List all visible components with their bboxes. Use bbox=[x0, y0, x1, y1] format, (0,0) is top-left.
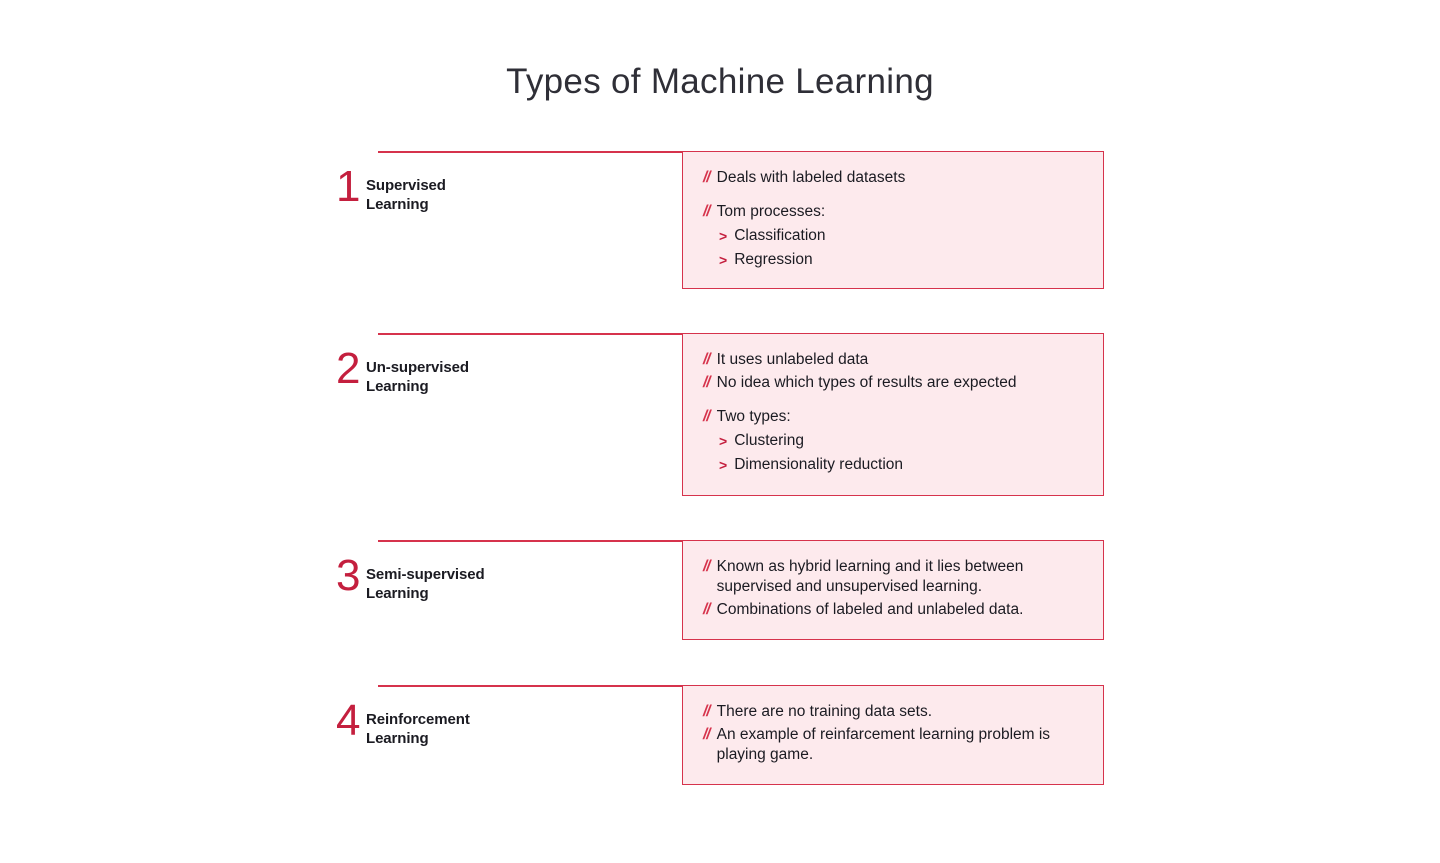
page-title: Types of Machine Learning bbox=[506, 62, 934, 101]
slashes-icon: // bbox=[703, 203, 711, 220]
section-1: 1 Supervised Learning // Deals with labe… bbox=[336, 151, 1106, 291]
section-number: 4 bbox=[336, 696, 361, 745]
section-4: 4 Reinforcement Learning // There are no… bbox=[336, 685, 1106, 787]
bullet-item: // Two types: bbox=[703, 407, 1085, 427]
section-number: 3 bbox=[336, 551, 361, 600]
section-heading-line2: Learning bbox=[366, 730, 429, 747]
slashes-icon: // bbox=[703, 703, 711, 720]
bullet-item: // It uses unlabeled data bbox=[703, 350, 1085, 370]
section-heading-line1: Reinforcement bbox=[366, 711, 470, 728]
slashes-icon: // bbox=[703, 351, 711, 368]
section-number: 1 bbox=[336, 162, 361, 211]
section-number: 2 bbox=[336, 344, 361, 393]
sub-item-text: Classification bbox=[734, 227, 826, 244]
section-label-group: 3 Semi-supervised Learning bbox=[336, 552, 485, 603]
bullet-item: // An example of reinfarcement learning … bbox=[703, 725, 1085, 765]
section-2: 2 Un-supervised Learning // It uses unla… bbox=[336, 333, 1106, 498]
slashes-icon: // bbox=[703, 558, 711, 575]
slashes-icon: // bbox=[703, 601, 711, 618]
chevron-right-icon: > bbox=[719, 433, 728, 449]
bullet-text: Two types: bbox=[716, 408, 791, 425]
sub-item-text: Clustering bbox=[734, 432, 804, 449]
bullet-text: Deals with labeled datasets bbox=[716, 169, 906, 186]
chevron-right-icon: > bbox=[719, 457, 728, 473]
slashes-icon: // bbox=[703, 726, 711, 743]
slashes-icon: // bbox=[703, 169, 711, 186]
bullet-item: // Known as hybrid learning and it lies … bbox=[703, 557, 1085, 597]
slashes-icon: // bbox=[703, 374, 711, 391]
section-heading: Reinforcement Learning bbox=[366, 697, 470, 748]
section-heading-line2: Learning bbox=[366, 378, 429, 395]
bullet-text: Tom processes: bbox=[716, 203, 826, 220]
callout-box: // There are no training data sets. // A… bbox=[682, 685, 1104, 785]
section-label-group: 2 Un-supervised Learning bbox=[336, 345, 469, 396]
bullet-item: // Combinations of labeled and unlabeled… bbox=[703, 600, 1085, 620]
bullet-text: Combinations of labeled and unlabeled da… bbox=[716, 601, 1024, 618]
bullet-item: // No idea which types of results are ex… bbox=[703, 373, 1085, 393]
bullet-item: // Deals with labeled datasets bbox=[703, 168, 1085, 188]
section-heading-line1: Semi-supervised bbox=[366, 566, 485, 583]
bullet-text: No idea which types of results are expec… bbox=[716, 374, 1017, 391]
callout-box: // It uses unlabeled data // No idea whi… bbox=[682, 333, 1104, 496]
section-heading-line2: Learning bbox=[366, 196, 429, 213]
bullet-text: It uses unlabeled data bbox=[716, 351, 869, 368]
bullet-item: // There are no training data sets. bbox=[703, 702, 1085, 722]
bullet-item: // Tom processes: bbox=[703, 202, 1085, 222]
section-3: 3 Semi-supervised Learning // Known as h… bbox=[336, 540, 1106, 642]
sub-item: > Classification bbox=[719, 226, 1085, 246]
chevron-right-icon: > bbox=[719, 228, 728, 244]
sub-item: > Dimensionality reduction bbox=[719, 455, 1085, 475]
section-heading-line2: Learning bbox=[366, 585, 429, 602]
bullet-text: Known as hybrid learning and it lies bet… bbox=[716, 558, 1024, 595]
callout-box: // Known as hybrid learning and it lies … bbox=[682, 540, 1104, 640]
section-heading: Un-supervised Learning bbox=[366, 345, 469, 396]
callout-box: // Deals with labeled datasets // Tom pr… bbox=[682, 151, 1104, 289]
slashes-icon: // bbox=[703, 408, 711, 425]
section-label-group: 4 Reinforcement Learning bbox=[336, 697, 470, 748]
section-heading: Semi-supervised Learning bbox=[366, 552, 485, 603]
bullet-text: An example of reinfarcement learning pro… bbox=[716, 726, 1051, 763]
chevron-right-icon: > bbox=[719, 252, 728, 268]
sub-item-text: Regression bbox=[734, 251, 813, 268]
sub-item-text: Dimensionality reduction bbox=[734, 456, 904, 473]
section-label-group: 1 Supervised Learning bbox=[336, 163, 446, 214]
sub-item: > Regression bbox=[719, 250, 1085, 270]
section-heading-line1: Un-supervised bbox=[366, 359, 469, 376]
section-heading: Supervised Learning bbox=[366, 163, 446, 214]
section-heading-line1: Supervised bbox=[366, 177, 446, 194]
sub-item: > Clustering bbox=[719, 431, 1085, 451]
bullet-text: There are no training data sets. bbox=[716, 703, 933, 720]
